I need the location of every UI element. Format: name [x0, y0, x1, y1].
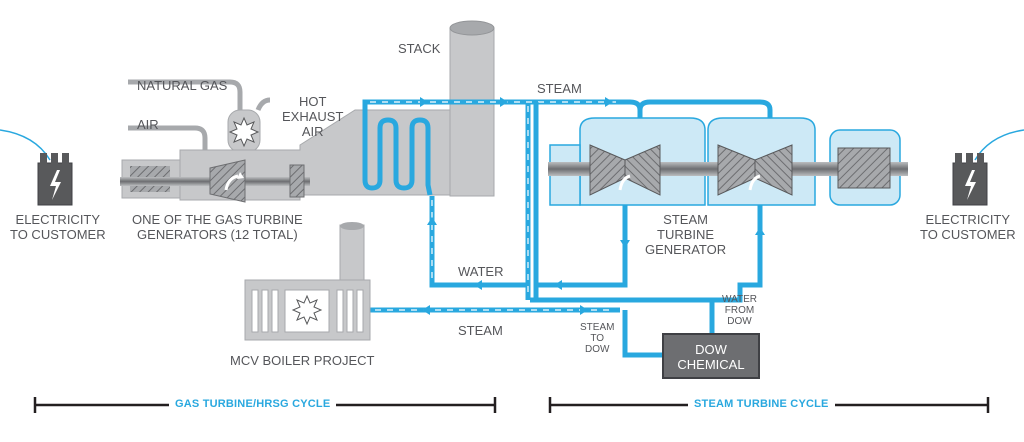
- heat-exchanger-coil: [362, 117, 433, 196]
- label-electricity-right: ELECTRICITY TO CUSTOMER: [920, 212, 1016, 242]
- label-steam-bottom: STEAM: [458, 323, 503, 338]
- combustion-chamber: [227, 109, 261, 153]
- arrow-icon: [605, 97, 613, 107]
- mcv-boiler: [244, 222, 371, 341]
- explosion-icon: [291, 294, 323, 326]
- left-transformer: [37, 153, 73, 206]
- label-gas-turbine: ONE OF THE GAS TURBINE GENERATORS (12 TO…: [132, 212, 303, 242]
- label-steam-to-dow: STEAM TO DOW: [580, 322, 615, 355]
- lightning-icon: [50, 170, 61, 200]
- steam-cycle-piping: [533, 99, 773, 358]
- lightning-icon: [965, 170, 976, 200]
- label-boiler: MCV BOILER PROJECT: [230, 353, 375, 368]
- steam-cycle-label: STEAM TURBINE CYCLE: [688, 398, 835, 410]
- label-natural-gas: NATURAL GAS: [137, 78, 228, 93]
- label-water: WATER: [458, 264, 504, 279]
- stack: [449, 27, 495, 197]
- label-steam-turbine: STEAM TURBINE GENERATOR: [645, 212, 727, 257]
- label-steam-top: STEAM: [537, 81, 582, 96]
- right-transformer: [952, 153, 988, 206]
- explosion-icon: [228, 116, 260, 148]
- turbine-icon: [224, 174, 239, 191]
- dow-chemical-box: DOW CHEMICAL: [662, 333, 760, 379]
- label-hot-exhaust-air: HOT EXHAUST AIR: [282, 94, 344, 139]
- label-air: AIR: [137, 117, 159, 132]
- steam-turbine-generator: [548, 117, 908, 206]
- label-electricity-left: ELECTRICITY TO CUSTOMER: [10, 212, 106, 242]
- label-stack: STACK: [398, 41, 441, 56]
- natural-gas-line: [128, 79, 243, 110]
- air-line: [128, 125, 208, 150]
- gas-cycle-label: GAS TURBINE/HRSG CYCLE: [169, 398, 337, 410]
- left-wire: [0, 129, 51, 161]
- label-water-from-dow: WATER FROM DOW: [722, 294, 757, 327]
- flow-arrows: [420, 97, 765, 315]
- gas-turbine-rotor: [209, 159, 246, 203]
